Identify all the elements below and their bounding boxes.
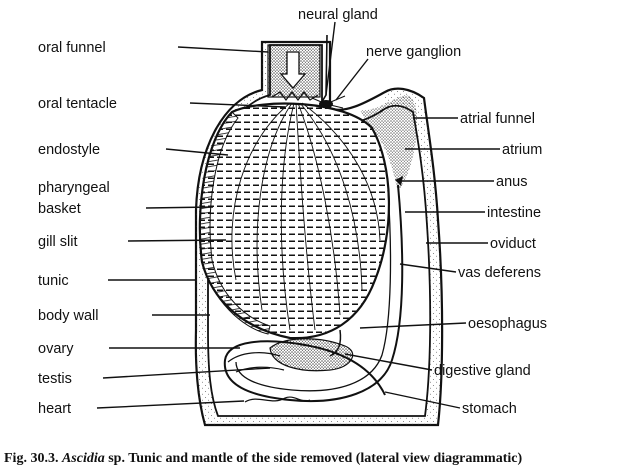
oral-funnel-arrow — [279, 51, 307, 89]
label-pharyngeal: pharyngeal — [38, 180, 110, 196]
figure-caption: Fig. 30.3. Ascidia sp. Tunic and mantle … — [4, 451, 522, 466]
label-basket: basket — [38, 201, 81, 217]
basket-bars — [231, 102, 381, 331]
label-oral-tentacle: oral tentacle — [38, 96, 117, 112]
pointer-lines — [96, 21, 500, 409]
label-testis: testis — [38, 371, 72, 387]
endostyle-band — [199, 111, 271, 335]
gonad-shape — [227, 352, 285, 373]
label-oviduct: oviduct — [490, 236, 536, 252]
anus-shape — [395, 176, 403, 186]
label-atrium: atrium — [502, 142, 542, 158]
heart-shape — [244, 396, 311, 403]
oral-tentacle-fringe — [271, 91, 319, 101]
label-heart: heart — [38, 401, 71, 417]
label-nerve-ganglion: nerve ganglion — [366, 44, 461, 60]
digestive-gland-shape — [269, 338, 354, 372]
atrium-shape — [360, 95, 418, 192]
label-vas-deferens: vas deferens — [458, 265, 541, 281]
label-oesophagus: oesophagus — [468, 316, 547, 332]
intestine-inner — [235, 189, 392, 392]
nerve-branches — [311, 95, 346, 111]
label-oral-funnel: oral funnel — [38, 40, 106, 56]
label-intestine: intestine — [487, 205, 541, 221]
label-digestive-gland: digestive gland — [434, 363, 531, 379]
label-stomach: stomach — [462, 401, 517, 417]
label-endostyle: endostyle — [38, 142, 100, 158]
caption-genus: Ascidia — [61, 451, 105, 466]
ascidia-body — [194, 34, 444, 427]
label-gill-slit: gill slit — [38, 234, 77, 250]
label-neural-gland: neural gland — [298, 7, 378, 23]
label-ovary: ovary — [38, 341, 74, 357]
label-body-wall: body wall — [38, 308, 98, 324]
caption-text: sp. Tunic and mantle of the side removed… — [108, 451, 522, 466]
caption-figure-no: Fig. 30.3. — [4, 451, 58, 466]
label-tunic: tunic — [38, 273, 69, 289]
label-anus: anus — [496, 174, 527, 190]
label-atrial-funnel: atrial funnel — [460, 111, 535, 127]
